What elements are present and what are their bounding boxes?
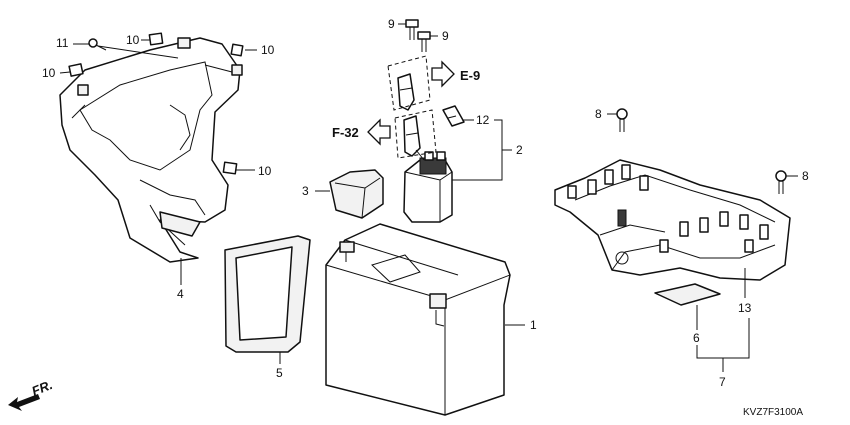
battery-case-part [59,37,243,263]
screw-part-9b [417,31,431,52]
callout-10b: 10 [261,43,275,57]
clip-part-10c [68,63,84,77]
callout-3: 3 [302,184,309,198]
label-part-6 [654,283,721,306]
rubber-cup-part [329,169,384,219]
callout-10d: 10 [258,164,272,178]
callout-8b: 8 [802,169,809,183]
front-arrow-icon [8,394,40,411]
ref-arrow-f32 [367,118,391,146]
front-label: FR. [30,377,55,399]
callout-4: 4 [177,287,184,301]
callout-10a: 10 [126,33,140,47]
clip-part-10a [148,32,164,46]
screw-part-9a [405,19,419,40]
reference-f32: F-32 [332,125,359,140]
relay-part [403,151,453,223]
drawing-code: KVZ7F3100A [743,407,803,418]
callout-10c: 10 [42,66,56,80]
callout-5: 5 [276,366,283,380]
callout-2: 2 [516,143,523,157]
bolt-part-8b [775,170,787,194]
callout-9b: 9 [442,29,449,43]
clip-part-10b [230,43,244,57]
bolt-part-8a [616,108,628,132]
fuse-holder-lower [403,115,421,157]
screw-part-11 [88,38,107,51]
ref-arrow-e9 [431,60,455,88]
fuse-part-12 [442,105,465,127]
battery-part [325,223,511,416]
callout-13: 13 [738,301,752,315]
callout-7: 7 [719,375,726,389]
callout-12: 12 [476,113,490,127]
callout-8a: 8 [595,107,602,121]
reference-e9: E-9 [460,68,480,83]
callout-6: 6 [693,331,700,345]
fuse-holder-upper [397,73,415,111]
rubber-pad-part [224,235,311,353]
tray-part-13 [554,159,791,281]
callout-11: 11 [56,36,69,50]
callout-9a: 9 [388,17,395,31]
clip-part-10d [222,161,238,175]
callout-1: 1 [530,318,537,332]
